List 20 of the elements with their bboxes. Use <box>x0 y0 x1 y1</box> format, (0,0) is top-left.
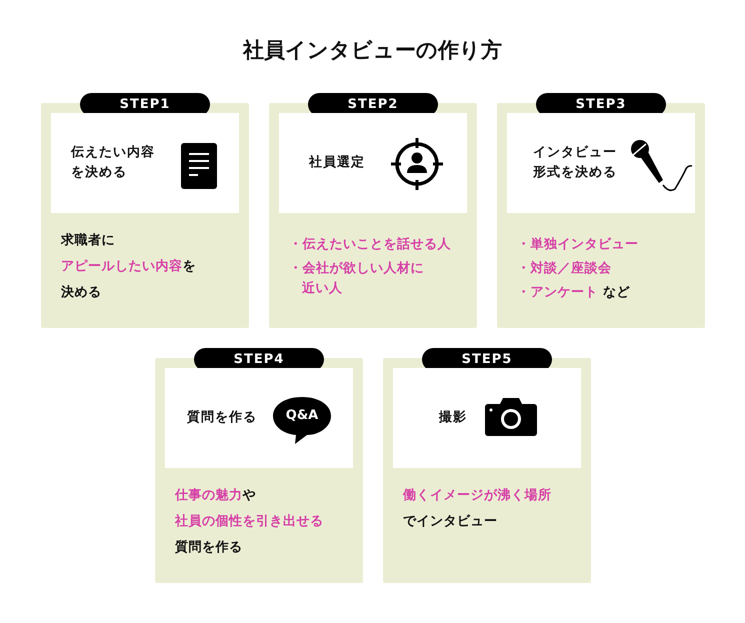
step-title: 撮影 <box>439 409 467 427</box>
bullet-item: ・会社が欲しい人材に近い人 <box>289 260 425 298</box>
description-text: 働くイメージが沸く場所でインタビュー <box>403 487 552 531</box>
bullet-item: ・伝えたいことを話せる人 <box>289 236 452 254</box>
title-panel <box>51 113 239 213</box>
bullet-item: ・単独インタビュー <box>517 236 640 254</box>
title-panel <box>393 368 581 468</box>
bullet-item: ・アンケート など <box>517 284 632 302</box>
speech-bubble: Q&A <box>271 395 333 447</box>
description-text: 仕事の魅力や社員の個性を引き出せる質問を作る <box>175 487 324 557</box>
diagram-title: 社員インタビューの作り方 <box>242 37 503 64</box>
title-panel <box>165 368 353 468</box>
step-title: 社員選定 <box>309 154 365 172</box>
bullet-item: ・対談／座談会 <box>517 260 612 278</box>
description-text: 求職者にアピールしたい内容を決める <box>61 232 197 302</box>
title-panel <box>279 113 467 213</box>
title-panel <box>507 113 695 213</box>
step-title: インタビュー形式を決める <box>533 144 617 182</box>
step-title: 質問を作る <box>187 408 257 427</box>
step-title: 伝えたい内容を決める <box>71 144 155 182</box>
